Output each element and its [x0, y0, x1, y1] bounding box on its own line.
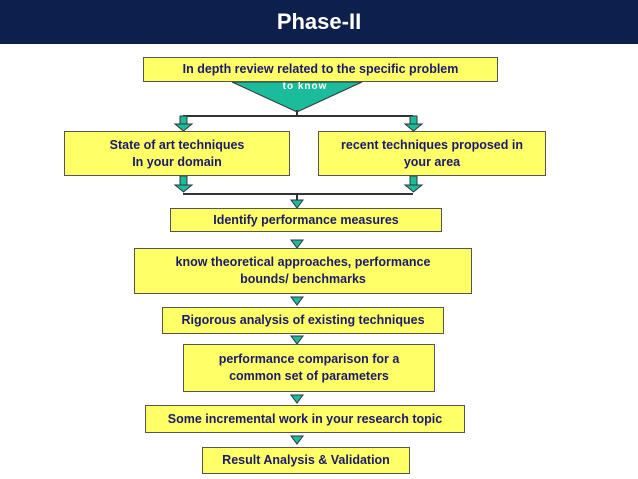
arrow-to-incremental [290, 394, 304, 404]
arrow-to-recent [403, 115, 424, 132]
result-box: Result Analysis & Validation [202, 447, 410, 474]
state-of-art-box: State of art techniques In your domain [64, 131, 290, 176]
arrow-to-rigorous [290, 296, 304, 306]
incremental-text: Some incremental work in your research t… [167, 411, 443, 426]
comparison-text: performance comparison for a common set … [218, 352, 400, 383]
comparison-box: performance comparison for a common set … [183, 344, 435, 392]
arrow-from-state-of-art [173, 175, 194, 193]
state-of-art-text: State of art techniques In your domain [109, 137, 245, 169]
measures-box: Identify performance measures [170, 208, 442, 232]
incremental-box: Some incremental work in your research t… [145, 405, 465, 433]
recent-techniques-text: recent techniques proposed in your area [341, 137, 523, 169]
to-know-triangle [231, 81, 363, 113]
review-box: In depth review related to the specific … [143, 57, 498, 82]
arrow-to-theoretical [290, 239, 304, 249]
arrow-to-measures [290, 199, 304, 209]
theoretical-box: know theoretical approaches, performance… [134, 248, 472, 294]
theoretical-text: know theoretical approaches, performance… [175, 255, 431, 286]
rigorous-text: Rigorous analysis of existing techniques [181, 313, 425, 328]
slide-title: Phase-II [0, 0, 638, 44]
arrow-to-state-of-art [173, 115, 194, 132]
to-know-label: to know [282, 81, 328, 92]
arrow-to-comparison [290, 335, 304, 345]
rigorous-box: Rigorous analysis of existing techniques [162, 307, 444, 334]
measures-text: Identify performance measures [213, 212, 399, 227]
review-text: In depth review related to the specific … [182, 62, 459, 77]
arrow-from-recent [403, 175, 424, 193]
recent-techniques-box: recent techniques proposed in your area [318, 131, 546, 176]
result-text: Result Analysis & Validation [222, 453, 390, 468]
arrow-to-result [290, 435, 304, 445]
